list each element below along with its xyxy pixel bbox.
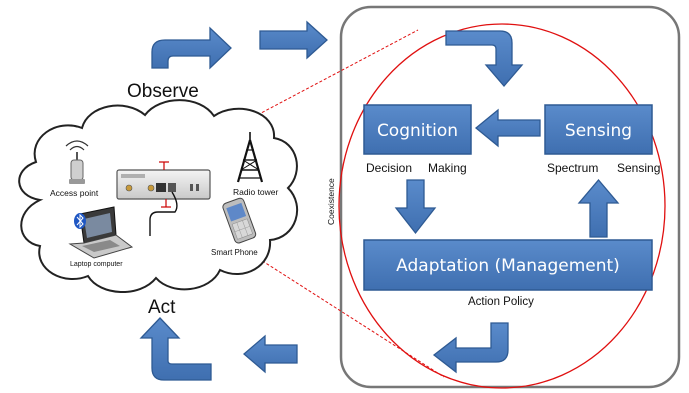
action-exit-arrow — [432, 322, 509, 374]
radio-tower-icon — [236, 132, 264, 183]
act-label: Act — [148, 297, 176, 318]
adaptation-label: Adaptation (Management) — [396, 256, 620, 276]
sense-entry-arrow — [445, 30, 524, 87]
bluetooth-icon — [74, 213, 86, 229]
act-straight-arrow — [243, 334, 298, 374]
smart-phone-label: Smart Phone — [211, 248, 258, 257]
cognitive-radio-device-icon — [116, 161, 211, 236]
cognition-box — [363, 104, 472, 155]
making-label: Making — [428, 161, 467, 175]
spectrum-sensing-label: Sensing — [617, 161, 660, 175]
spectrum-label: Spectrum — [547, 161, 598, 175]
observe-curved-arrow — [151, 26, 232, 70]
coexistence-label: Coexistence — [326, 178, 336, 225]
action-policy-label: Action Policy — [468, 296, 534, 308]
access-point-label: Access point — [50, 188, 99, 198]
observe-label: Observe — [127, 81, 199, 102]
cognition-to-adaptation-arrow — [394, 179, 437, 235]
coexistence-panel — [339, 5, 681, 389]
decision-label: Decision — [366, 161, 412, 175]
radio-tower-label: Radio tower — [233, 187, 279, 197]
adaptation-to-sensing-arrow — [577, 178, 620, 238]
coexistence-ellipse — [338, 23, 666, 389]
smart-phone-icon — [222, 197, 257, 244]
laptop-icon — [68, 206, 134, 259]
cognition-label: Cognition — [377, 121, 458, 141]
adaptation-box — [363, 239, 653, 291]
act-curved-arrow — [139, 317, 212, 381]
access-point-icon — [65, 140, 89, 184]
sensing-to-cognition-arrow — [474, 108, 541, 148]
laptop-label: Laptop computer — [70, 261, 123, 268]
observe-straight-arrow — [259, 20, 328, 60]
sensing-label: Sensing — [565, 121, 632, 141]
sensing-box — [544, 104, 653, 155]
